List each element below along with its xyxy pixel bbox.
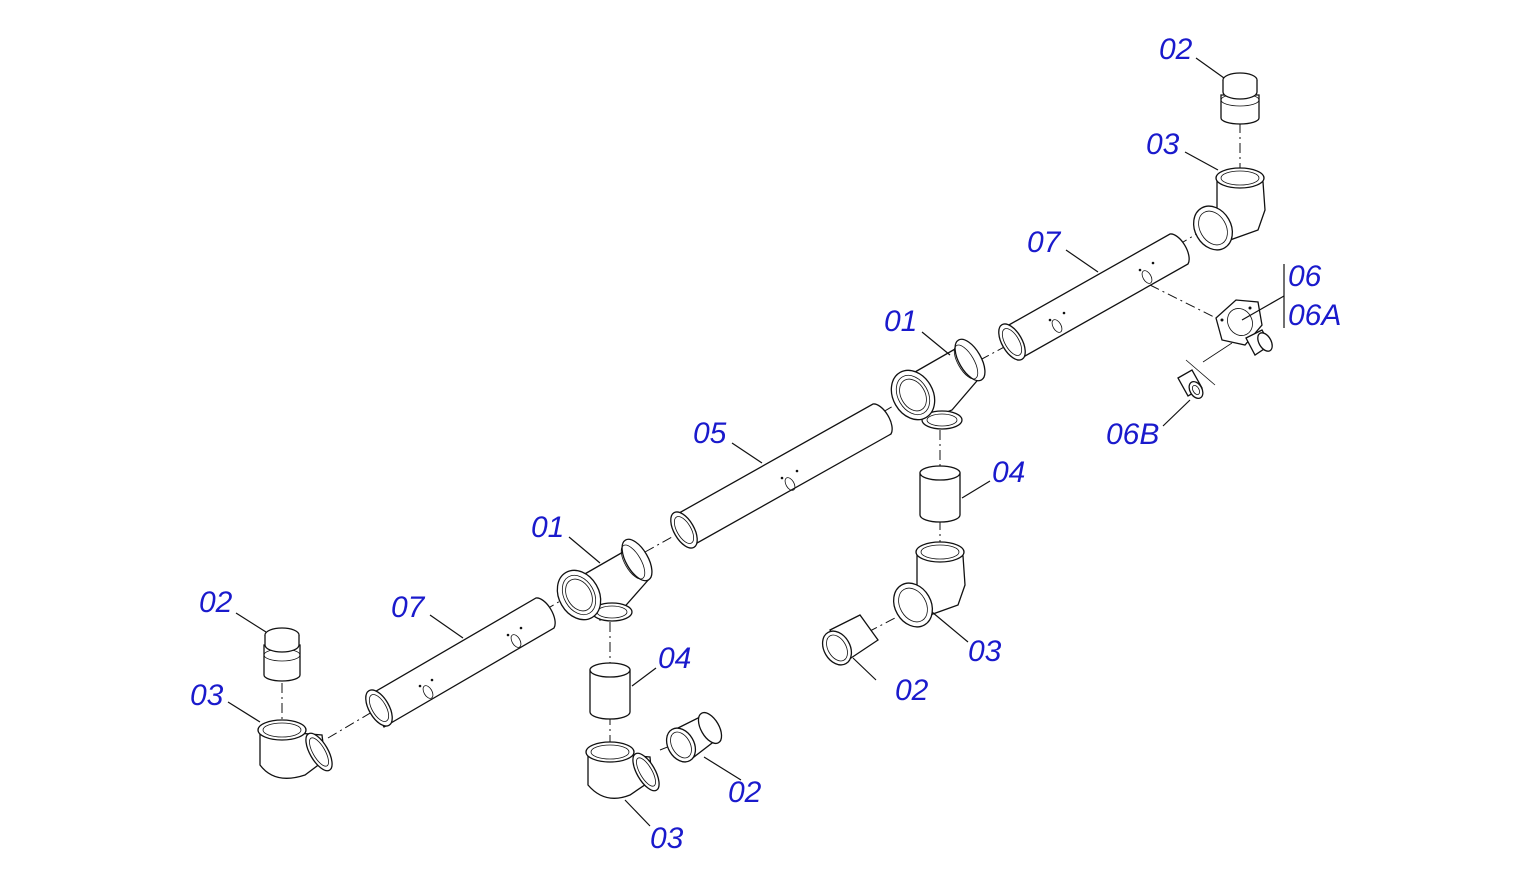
elbow-03-right — [892, 541, 966, 628]
plug-02-center — [821, 614, 879, 666]
label-03-right: 03 — [968, 635, 1002, 668]
coupling-04-right — [919, 465, 961, 523]
leader-lines — [227, 57, 1285, 827]
tee-01-right — [890, 338, 986, 430]
label-01-left: 01 — [531, 511, 564, 544]
plug-02-far-left — [263, 627, 301, 682]
pipe-05 — [670, 403, 893, 549]
label-03-bottom: 03 — [650, 822, 684, 855]
label-06: 06 — [1288, 260, 1322, 293]
label-02-center: 02 — [895, 674, 929, 707]
label-07-right: 07 — [1027, 226, 1062, 259]
elbow-03-far-left — [257, 719, 333, 779]
label-06a: 06A — [1288, 299, 1341, 332]
elbow-03-top-right — [1192, 167, 1266, 251]
tee-01-left — [556, 538, 653, 622]
elbow-03-bottom-center — [585, 741, 660, 799]
label-03-top-right: 03 — [1146, 128, 1180, 161]
plug-02-top-right — [1220, 72, 1260, 125]
label-02-top-right: 02 — [1159, 33, 1193, 66]
fitting-06b — [1177, 342, 1233, 400]
label-01-right: 01 — [884, 305, 917, 338]
label-02-far-left: 02 — [199, 586, 233, 619]
part-labels: 01 01 02 02 02 02 03 03 03 03 04 04 05 0… — [190, 33, 1341, 855]
label-07-left: 07 — [391, 591, 426, 624]
label-05: 05 — [693, 417, 727, 450]
label-06b: 06B — [1106, 418, 1159, 451]
coupling-04-left — [589, 662, 631, 720]
centerlines — [281, 123, 1241, 751]
plug-02-bottom — [665, 711, 723, 763]
pipe-07-right — [998, 233, 1190, 361]
valve-06-assembly — [1215, 299, 1273, 356]
label-04-right: 04 — [992, 456, 1025, 489]
pipe-07-left — [365, 597, 556, 728]
label-04-left: 04 — [658, 642, 691, 675]
label-02-bottom: 02 — [728, 776, 762, 809]
label-03-far-left: 03 — [190, 679, 224, 712]
